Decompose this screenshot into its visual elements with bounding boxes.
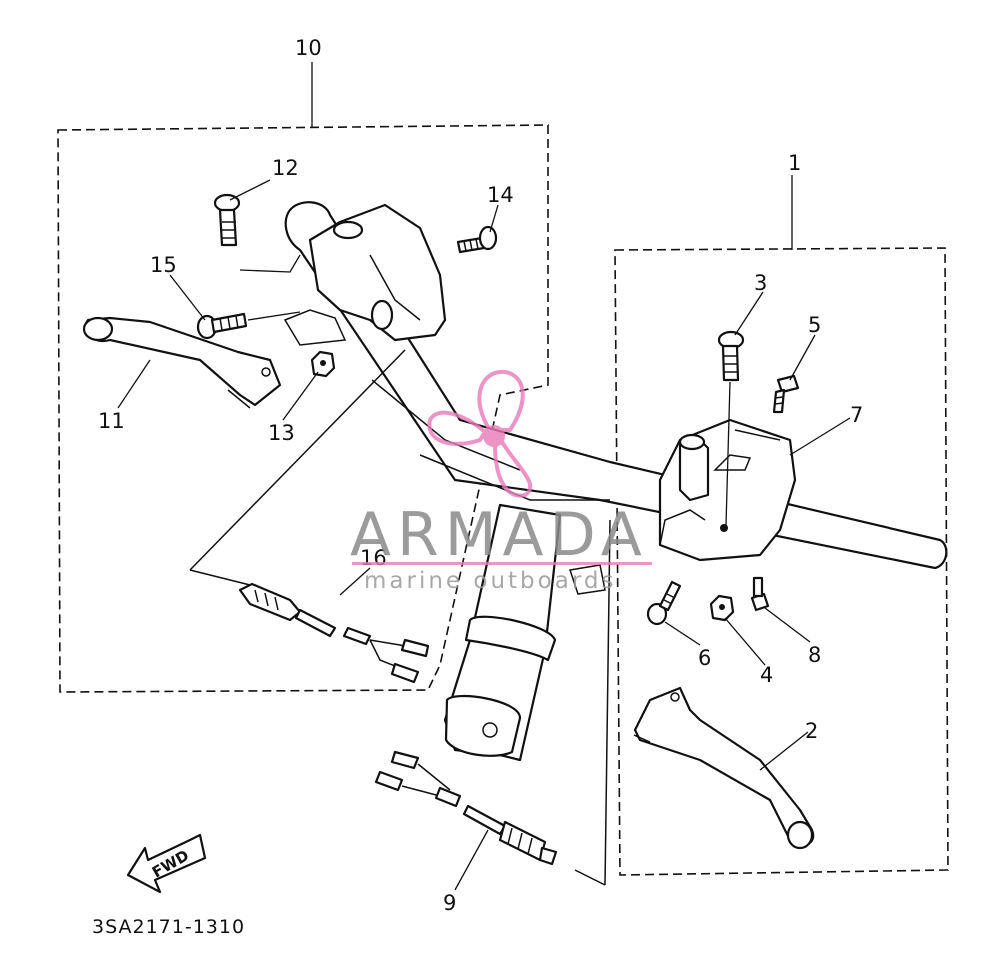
group-box-10 xyxy=(57,124,549,693)
nut-4 xyxy=(709,594,735,622)
screw-5 xyxy=(772,374,800,414)
watermark-brand: ARMADA xyxy=(350,500,648,570)
fwd-arrow-icon: FWD xyxy=(126,833,207,894)
callout-6: 6 xyxy=(698,646,711,670)
handlebar xyxy=(284,201,948,570)
assembly-line-right xyxy=(574,519,611,886)
callout-12: 12 xyxy=(272,156,299,180)
callout-1: 1 xyxy=(788,151,801,175)
callout-14: 14 xyxy=(487,183,514,207)
callout-leaders xyxy=(117,62,851,891)
callout-10: 10 xyxy=(295,36,322,60)
callout-4: 4 xyxy=(760,663,773,687)
lever-holder-left xyxy=(283,203,447,346)
armada-propeller-logo xyxy=(427,369,533,498)
steering-stem xyxy=(443,503,606,762)
callout-9: 9 xyxy=(443,891,456,915)
callout-8: 8 xyxy=(808,643,821,667)
bolt-3 xyxy=(717,330,745,526)
callout-16: 16 xyxy=(360,546,387,570)
screw-8 xyxy=(750,576,770,612)
callout-15: 15 xyxy=(150,253,177,277)
switch-cable-16 xyxy=(238,582,430,684)
callout-11: 11 xyxy=(98,409,125,433)
clutch-lever-11 xyxy=(82,316,282,409)
callout-3: 3 xyxy=(754,271,767,295)
callout-13: 13 xyxy=(268,421,295,445)
nut-13 xyxy=(310,350,336,378)
callout-labels: 10 1 12 14 15 11 13 3 5 7 16 6 4 8 2 9 xyxy=(98,36,863,915)
callout-2: 2 xyxy=(805,719,818,743)
callout-5: 5 xyxy=(808,313,821,337)
watermark-accent-line xyxy=(352,562,652,565)
assembly-line-left xyxy=(189,349,406,586)
bolt-6 xyxy=(646,580,682,626)
bolt-14 xyxy=(456,225,498,254)
group-box-1 xyxy=(614,247,949,876)
switch-cable-9 xyxy=(374,750,558,866)
watermark-tagline: marine outboards xyxy=(364,568,617,594)
bolt-15 xyxy=(196,311,301,340)
brake-lever-2 xyxy=(633,686,815,850)
callout-7: 7 xyxy=(850,403,863,427)
diagram-code: 3SA2171-1310 xyxy=(92,916,246,938)
